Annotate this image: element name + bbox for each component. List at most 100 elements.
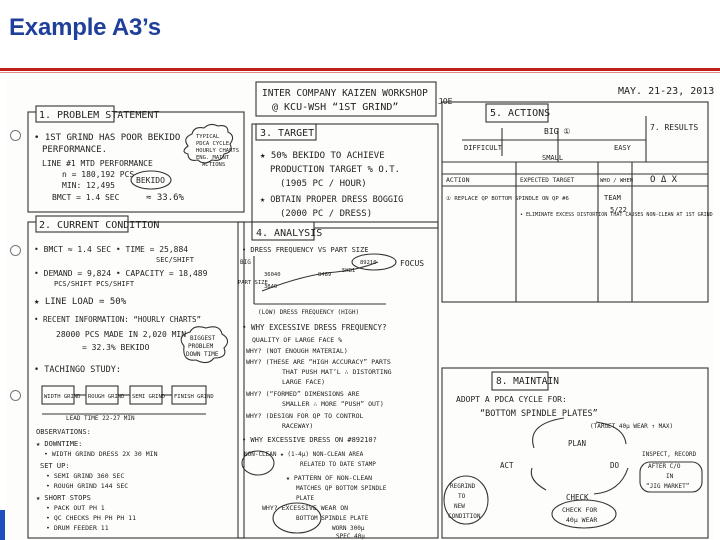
act-note: TO bbox=[458, 493, 466, 500]
current-line: PCS/SHIFT PCS/SHIFT bbox=[54, 280, 135, 288]
current-line: • RECENT INFORMATION: “HOURLY CHARTS” bbox=[34, 315, 201, 324]
action-target: • ELIMINATE EXCESS DISTORTION THAT CAUSE… bbox=[520, 212, 713, 218]
flow-step: FINISH GRIND bbox=[174, 394, 214, 400]
do-note: “JIG MARKET” bbox=[646, 483, 689, 490]
obs-line: ★ DOWNTIME: bbox=[36, 440, 82, 448]
balloon-line: BIGGEST bbox=[190, 335, 216, 342]
title-rule-thin bbox=[0, 72, 720, 73]
analysis-y-label2: PART SIZE bbox=[238, 280, 268, 286]
analysis-focus: FOCUS bbox=[400, 259, 424, 268]
action-when: 5/22 bbox=[610, 206, 627, 214]
obs-line: • DRUM FEEDER 11 bbox=[46, 524, 109, 532]
act-note: CONDITION bbox=[448, 513, 481, 520]
problem-box bbox=[27, 111, 245, 213]
analysis-line: WHY? EXCESSIVE WEAR ON bbox=[262, 504, 348, 512]
problem-line: n = 180,192 PCS bbox=[62, 170, 134, 179]
problem-line: BMCT = 1.4 SEC bbox=[52, 193, 120, 202]
analysis-line: NON-CLEAN ★ (1-4μ) NON-CLEAN AREA bbox=[244, 451, 364, 458]
obs-line: • ROUGH GRIND 144 SEC bbox=[46, 482, 128, 490]
current-box bbox=[27, 221, 245, 539]
analysis-line: MATCHES QP BOTTOM SPINDLE bbox=[296, 485, 387, 492]
flow-step: SEMI GRIND bbox=[132, 394, 165, 400]
maintain-heading: 8. MAINTAIN bbox=[496, 376, 559, 387]
cloud-line: HOURLY CHARTS bbox=[196, 148, 239, 154]
header-box bbox=[255, 81, 437, 117]
header-date: MAY. 21-23, 2013 bbox=[618, 86, 714, 97]
header-tag: JOE bbox=[438, 97, 453, 106]
actions-col: O Δ X bbox=[650, 175, 678, 185]
maintain-box bbox=[441, 367, 709, 539]
a3-drawing: INTER COMPANY KAIZEN WORKSHOP @ KCU-WSH … bbox=[27, 81, 714, 540]
analysis-line: BOTTOM SPINDLE PLATE bbox=[296, 515, 369, 522]
analysis-line: QUALITY OF LARGE FACE % bbox=[252, 336, 342, 344]
maintain-subject: “BOTTOM SPINDLE PLATES” bbox=[480, 409, 598, 419]
obs-line: ★ SHORT STOPS bbox=[36, 494, 91, 502]
act-note: REGRIND bbox=[450, 483, 476, 490]
target-line: PRODUCTION TARGET % O.T. bbox=[270, 165, 400, 175]
analysis-line: SPEC 40μ bbox=[336, 533, 365, 540]
obs-line: • WIDTH GRIND DRESS 2X 30 MIN bbox=[44, 450, 158, 458]
target-box bbox=[251, 123, 439, 229]
binder-ring bbox=[10, 130, 21, 141]
analysis-line: WHY? (NOT ENOUGH MATERIAL) bbox=[246, 347, 348, 355]
matrix-left: DIFFICULT bbox=[464, 144, 503, 152]
title-rule bbox=[0, 68, 720, 71]
analysis-line: THAT PUSH MAT’L ∴ DISTORTING bbox=[282, 368, 392, 376]
analysis-line: RELATED TO DATE STAMP bbox=[300, 461, 376, 468]
do-note: AFTER C/O bbox=[648, 463, 681, 470]
target-line: (1905 PC / HOUR) bbox=[280, 179, 367, 189]
analysis-line: SMALLER ∴ MORE “PUSH” OUT) bbox=[282, 400, 384, 408]
obs-line: • SEMI GRIND 360 SEC bbox=[46, 472, 124, 480]
side-tab bbox=[0, 510, 5, 540]
balloon-line: DOWN TIME bbox=[186, 351, 219, 358]
actions-col: WHO / WHEN bbox=[600, 178, 633, 184]
slide-title: Example A3’s bbox=[9, 14, 161, 41]
analysis-line: WHY? (“FORMED” DIMENSIONS ARE bbox=[246, 390, 360, 398]
analysis-line: ★ PATTERN OF NON-CLEAN bbox=[286, 474, 372, 482]
analysis-line: RACEWAY) bbox=[282, 422, 313, 430]
obs-line: • PACK OUT PH 1 bbox=[46, 504, 105, 512]
bekido-label: BEKIDO bbox=[136, 176, 165, 185]
target-line: ★ 50% BEKIDO TO ACHIEVE bbox=[260, 151, 385, 161]
analysis-line: • WHY EXCESSIVE DRESS FREQUENCY? bbox=[242, 323, 387, 332]
action-text: ① REPLACE QP BOTTOM SPINDLE ON QP #6 bbox=[446, 195, 569, 202]
current-line: ★ LINE LOAD = 50% bbox=[34, 297, 127, 307]
obs-line: SET UP: bbox=[40, 462, 70, 470]
actions-heading: 5. ACTIONS bbox=[490, 108, 550, 119]
matrix-top: BIG ① bbox=[544, 127, 570, 136]
target-heading: 3. TARGET bbox=[260, 128, 314, 139]
current-line: = 32.3% BEKIDO bbox=[82, 343, 150, 352]
analysis-line: WHY? (DESIGN FOR QP TO CONTROL bbox=[246, 412, 363, 420]
binder-ring bbox=[10, 245, 21, 256]
check-note: CHECK FOR bbox=[562, 506, 597, 514]
analysis-line: PLATE bbox=[296, 495, 314, 502]
chart-point-label: 5H81 bbox=[342, 268, 355, 274]
flow-step: WIDTH GRIND bbox=[44, 394, 80, 400]
analysis-box bbox=[237, 221, 439, 539]
analysis-line: LARGE FACE) bbox=[282, 378, 325, 386]
bekido-value: ≈ 33.6% bbox=[146, 193, 185, 203]
analysis-y-label: BIG bbox=[240, 259, 251, 266]
current-line: SEC/SHIFT bbox=[156, 256, 195, 264]
maintain-note: (TARGET 40μ WEAR ↑ MAX) bbox=[590, 423, 673, 430]
do-note: INSPECT, RECORD bbox=[642, 451, 697, 458]
target-line: ★ OBTAIN PROPER DRESS BOGGIG bbox=[260, 195, 403, 205]
obs-line: • QC CHECKS PH PH PH 11 bbox=[46, 514, 136, 522]
actions-col: ACTION bbox=[446, 176, 470, 184]
problem-line: LINE #1 MTD PERFORMANCE bbox=[42, 159, 153, 168]
actions-col: EXPECTED TARGET bbox=[520, 177, 575, 184]
current-line: • TACHINGO STUDY: bbox=[34, 365, 121, 375]
matrix-right: EASY bbox=[614, 144, 632, 152]
act-note: NEW bbox=[454, 503, 465, 510]
lead-time: LEAD TIME 22-27 MIN bbox=[66, 415, 135, 422]
results-heading: 7. RESULTS bbox=[650, 123, 698, 132]
matrix-bottom: SMALL bbox=[542, 154, 563, 162]
chart-point-label: 89210 bbox=[360, 260, 377, 266]
binder-ring bbox=[10, 390, 21, 401]
current-heading: 2. CURRENT CONDITION bbox=[39, 220, 159, 231]
pdca-plan: PLAN bbox=[568, 439, 586, 448]
problem-line: • 1ST GRIND HAS POOR BEKIDO bbox=[34, 133, 180, 143]
analysis-line: WHY? (THESE ARE “HIGH ACCURACY” PARTS bbox=[246, 358, 391, 366]
actions-box bbox=[441, 101, 709, 303]
cloud-line: TYPICAL bbox=[196, 134, 220, 140]
